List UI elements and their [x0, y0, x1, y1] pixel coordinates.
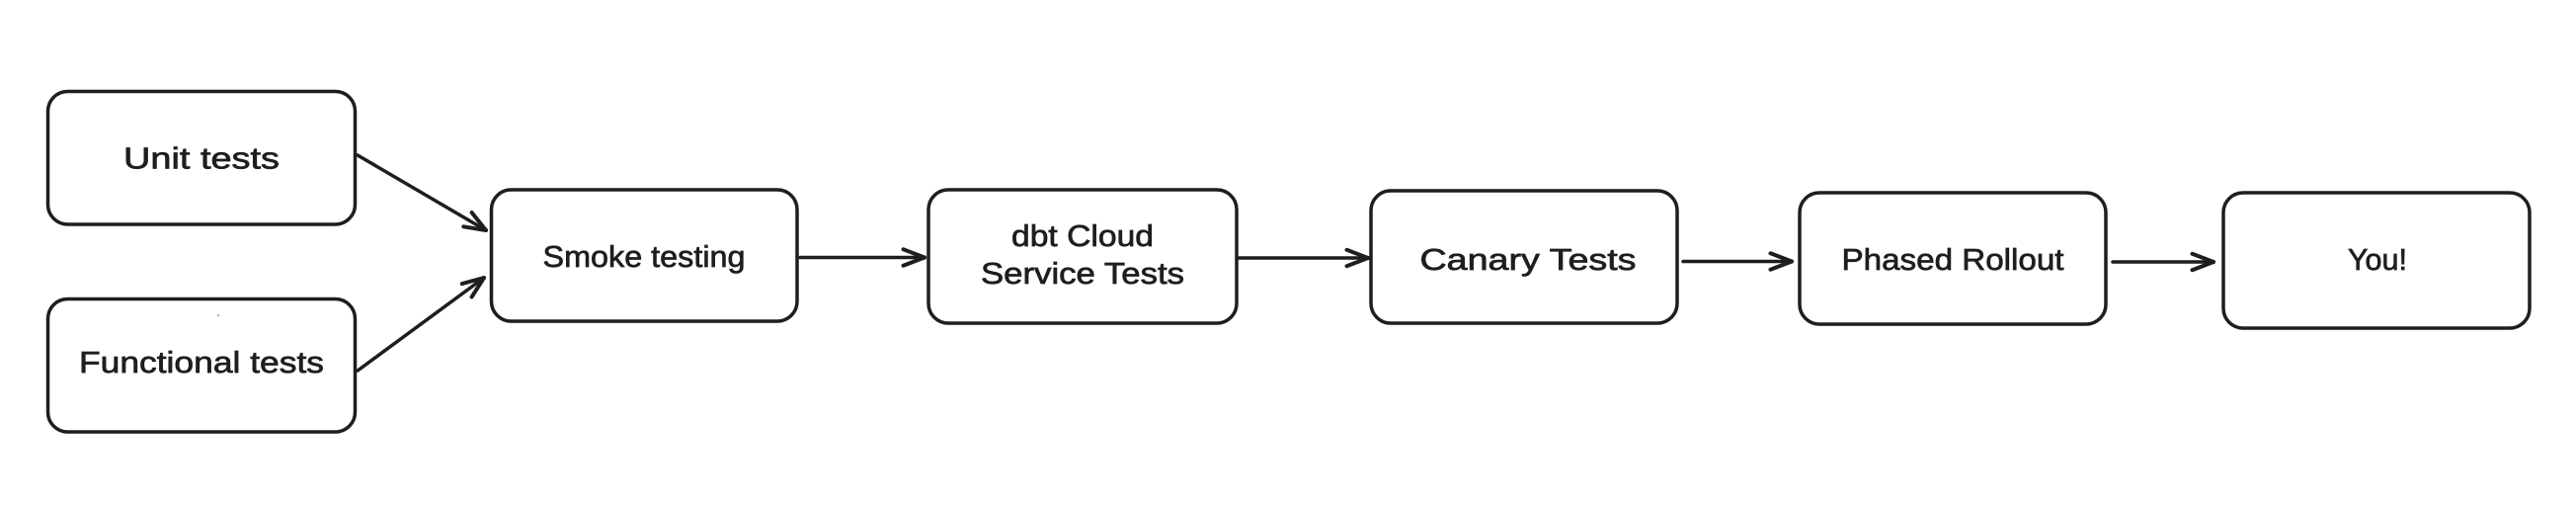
- svg-text:dbt Cloud: dbt Cloud: [1011, 218, 1154, 253]
- svg-text:Phased Rollout: Phased Rollout: [1842, 242, 2064, 277]
- svg-text:Functional tests: Functional tests: [79, 345, 324, 380]
- svg-text:Canary Tests: Canary Tests: [1420, 242, 1637, 277]
- svg-text:You!: You!: [2348, 242, 2407, 277]
- svg-text:Smoke testing: Smoke testing: [543, 239, 746, 274]
- svg-text:Unit tests: Unit tests: [123, 141, 280, 176]
- svg-text:Service Tests: Service Tests: [981, 256, 1184, 291]
